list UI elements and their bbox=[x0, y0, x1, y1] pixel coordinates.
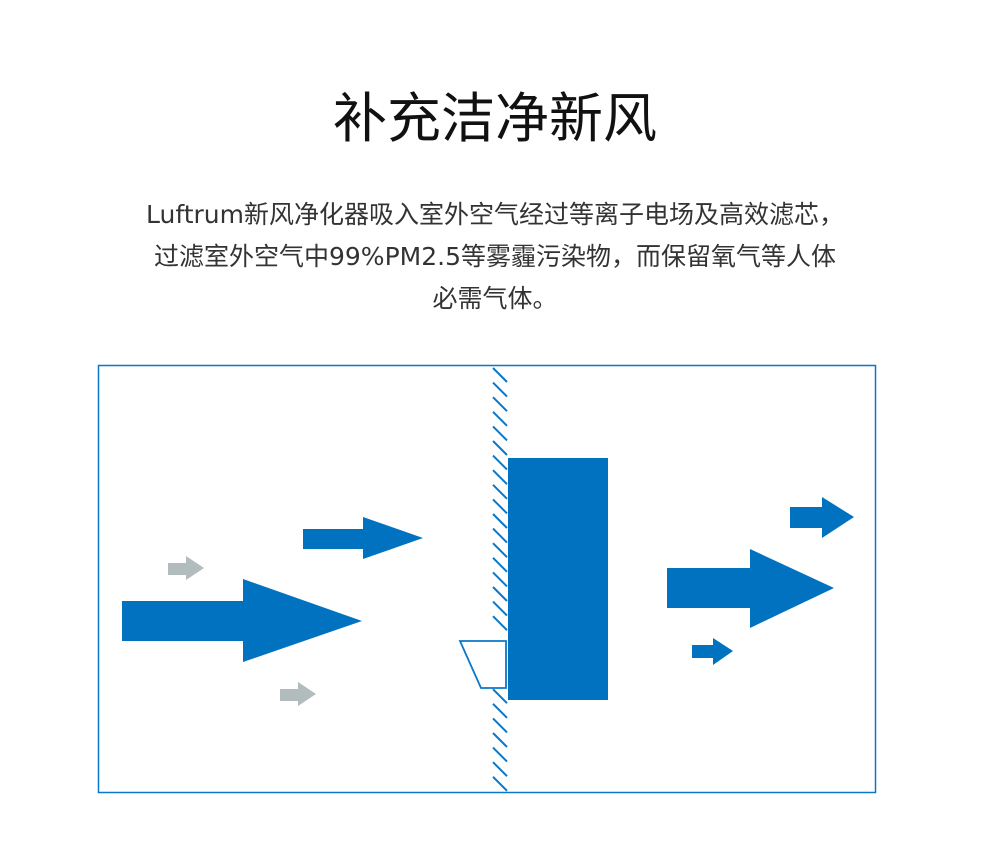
outdoor-air-arrow-medium bbox=[303, 517, 423, 559]
hatch-line bbox=[492, 571, 508, 588]
purifier-unit bbox=[508, 458, 608, 700]
clean-air-arrow-top bbox=[790, 497, 854, 538]
page-title: 补充洁净新风 bbox=[333, 87, 657, 150]
hatch-line bbox=[492, 381, 508, 398]
outdoor-air-arrow-large bbox=[122, 579, 362, 662]
hatch-line bbox=[492, 396, 508, 412]
hatch-line bbox=[492, 440, 508, 456]
hatch-line bbox=[492, 513, 508, 529]
description-line: 过滤室外空气中99%PM2.5等雾霾污染物，而保留氧气等人体 bbox=[154, 242, 836, 271]
hatch-line bbox=[492, 411, 508, 427]
hatch-line bbox=[492, 367, 508, 383]
hatch-line bbox=[492, 615, 508, 631]
hatch-line bbox=[492, 469, 508, 485]
pollutant-arrow bbox=[168, 556, 204, 580]
clean-air-arrow-large bbox=[667, 549, 834, 628]
hatch-line bbox=[492, 600, 508, 617]
pollutant-arrow bbox=[280, 682, 316, 706]
hatch-line bbox=[492, 761, 508, 777]
description-line: 必需气体。 bbox=[432, 284, 558, 313]
hatch-line bbox=[492, 542, 508, 558]
hatch-line bbox=[492, 586, 508, 602]
hatch-line bbox=[492, 454, 508, 471]
description-line: Luftrum新风净化器吸入室外空气经过等离子电场及高效滤芯， bbox=[146, 200, 844, 229]
hatch-line bbox=[492, 557, 508, 573]
hatch-line bbox=[492, 717, 508, 734]
description: Luftrum新风净化器吸入室外空气经过等离子电场及高效滤芯， 过滤室外空气中9… bbox=[70, 194, 920, 320]
diagram-frame bbox=[97, 364, 877, 794]
hatch-line bbox=[492, 776, 508, 792]
hatch-line bbox=[492, 732, 508, 748]
clean-air-arrow-small bbox=[692, 638, 733, 665]
hatch-line bbox=[492, 688, 508, 704]
hatch-line bbox=[492, 498, 508, 515]
air-inlet bbox=[458, 640, 507, 689]
hatch-line bbox=[492, 484, 508, 500]
hatch-line bbox=[492, 527, 508, 544]
hatch-line bbox=[492, 703, 508, 719]
wall-hatch bbox=[492, 367, 508, 792]
hatch-line bbox=[492, 746, 508, 763]
hatch-line bbox=[492, 425, 508, 442]
